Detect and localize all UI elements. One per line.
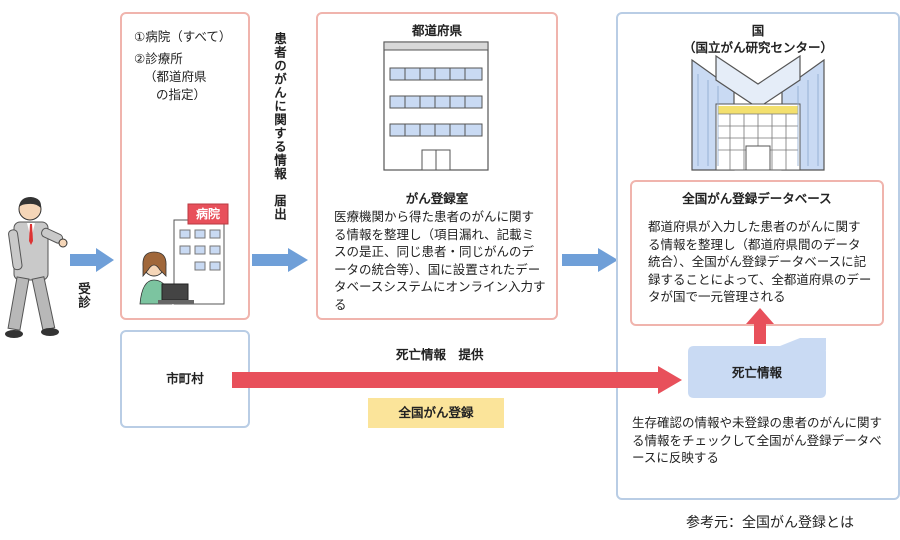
prefecture-title: 都道府県 (411, 23, 462, 38)
municipality-box: 市町村 (120, 330, 250, 428)
reflect-arrow (746, 308, 774, 344)
hospital-item-1: ①病院（すべて） (134, 29, 232, 44)
death-info-document-label: 死亡情報 (731, 365, 782, 380)
report-label: 患者のがんに関する情報 届出 (272, 32, 287, 221)
source-note: 参考元：全国がん登録とは (686, 515, 854, 531)
cancer-registry-office-label: がん登録室 (405, 191, 469, 206)
municipality-label: 市町村 (166, 371, 204, 386)
database-title: 全国がん登録データベース (682, 191, 832, 206)
hospital-item-2-note-2: の指定） (156, 87, 207, 102)
check-description: 生存確認の情報や未登録の患者のがんに関する情報をチェックして全国がん登録データベ… (632, 415, 883, 465)
prefecture-description: 医療機関から得た患者のがんに関する情報を整理し（項目漏れ、記載ミスの是正、同じ患… (334, 209, 546, 312)
report-arrow (252, 248, 308, 272)
hospital-box: ①病院（すべて） ②診療所 （都道府県 の指定） (120, 12, 250, 320)
database-description: 都道府県が入力した患者のがんに関する情報を整理し（都道府県間のデータ統合）、全国… (648, 219, 872, 304)
visit-arrow (70, 248, 114, 272)
hospital-building-icon (139, 203, 229, 305)
death-info-arrow (232, 366, 682, 394)
national-center-building-icon (691, 54, 825, 171)
hospital-item-2-note-1: （都道府県 (144, 69, 207, 84)
input-arrow (562, 248, 618, 272)
death-info-provision-label: 死亡情報 提供 (396, 347, 484, 362)
national-registry-tag: 全国がん登録 (368, 398, 504, 428)
patient-figure (5, 197, 68, 338)
visit-label: 受診 (76, 282, 91, 309)
national-database-box: 全国がん登録データベース 都道府県が入力した患者のがんに関する情報を整理し（都道… (630, 180, 884, 326)
national-title: 国 (751, 23, 765, 38)
hospital-item-2: ②診療所 (134, 51, 183, 66)
prefecture-building-icon (383, 41, 489, 171)
death-info-document-icon (688, 338, 826, 398)
hospital-sign: 病院 (195, 207, 220, 221)
national-subtitle: （国立がん研究センター） (682, 40, 833, 55)
